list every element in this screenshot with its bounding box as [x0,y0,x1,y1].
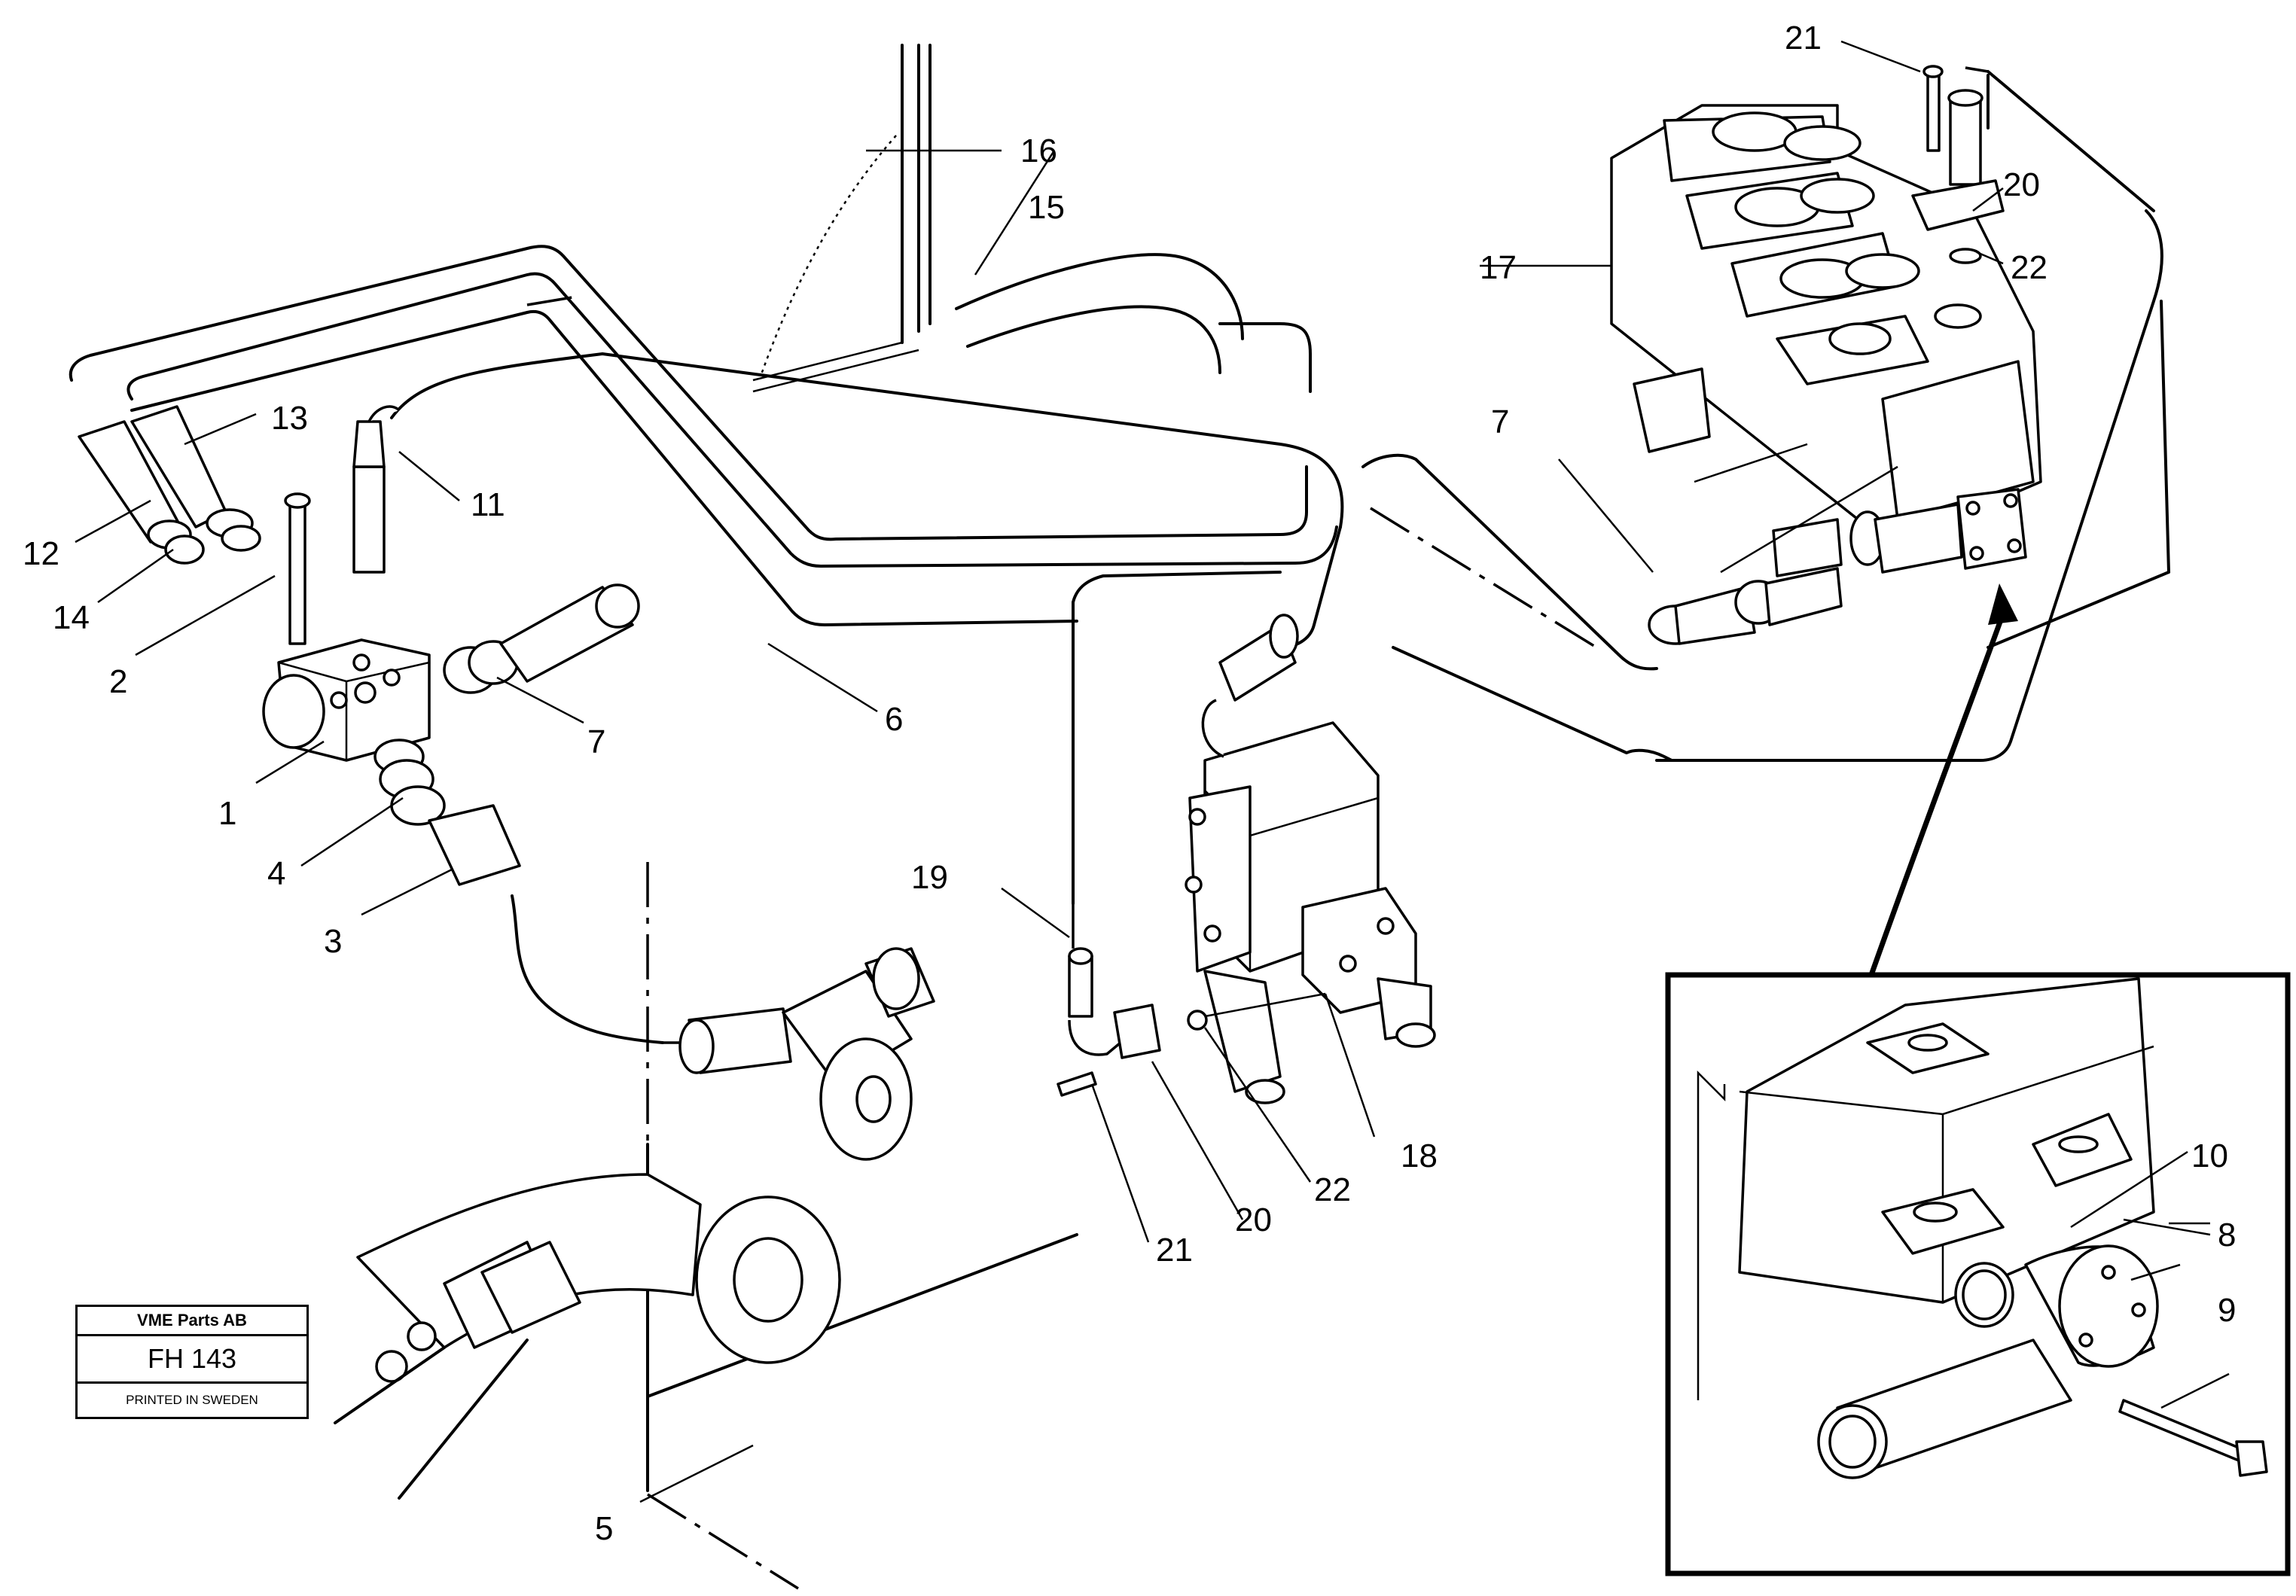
callout-18: 18 [1401,1138,1438,1174]
callout-12: 12 [23,535,59,572]
callout-22-top: 22 [2011,249,2047,286]
callout-17: 17 [1480,249,1517,286]
valve-route [1361,66,2170,762]
callout-13: 13 [271,400,308,437]
callout-14: 14 [53,599,90,636]
stamp-code: FH 143 [78,1336,306,1384]
callout-5: 5 [595,1510,613,1547]
stamp-printed: PRINTED IN SWEDEN [126,1393,258,1407]
left-manifold-assembly [78,405,693,1044]
callout-8: 8 [2218,1217,2236,1253]
pump-inlet-fitting [678,947,935,1161]
callout-7-right: 7 [1491,404,1509,440]
callout-22-bottom: 22 [1314,1171,1351,1208]
callout-20-bottom: 20 [1235,1202,1272,1238]
callout-20-top: 20 [2003,166,2040,203]
callout-9: 9 [2218,1292,2236,1329]
callout-10: 10 [2191,1138,2228,1174]
callout-1: 1 [218,795,236,832]
leader-lines [75,40,2230,1503]
central-valve-bracket [1057,614,1436,1104]
callout-19: 19 [911,859,948,896]
main-suction-pipe [334,862,1078,1590]
cab-window-frame [752,44,932,393]
detail-inset [1665,583,2291,1576]
callout-labels: 1 2 3 4 5 6 7 7 8 9 10 11 12 13 14 15 16… [23,20,2236,1547]
publisher-stamp: VME Parts AB FH 143 PRINTED IN SWEDEN [75,1305,309,1419]
callout-15: 15 [1028,189,1065,226]
callout-4: 4 [267,855,285,892]
callout-2: 2 [109,663,127,700]
stamp-company: VME Parts AB [78,1307,306,1336]
upper-hose-runs [69,245,1338,626]
callout-3: 3 [324,923,342,960]
callout-21-top: 21 [1785,20,1822,56]
callout-7-left: 7 [587,723,605,760]
control-valve-block [1610,65,2042,645]
callout-21-bottom: 21 [1156,1232,1193,1269]
callout-11: 11 [471,486,505,523]
callout-16: 16 [1020,132,1057,169]
callout-6: 6 [885,701,903,738]
